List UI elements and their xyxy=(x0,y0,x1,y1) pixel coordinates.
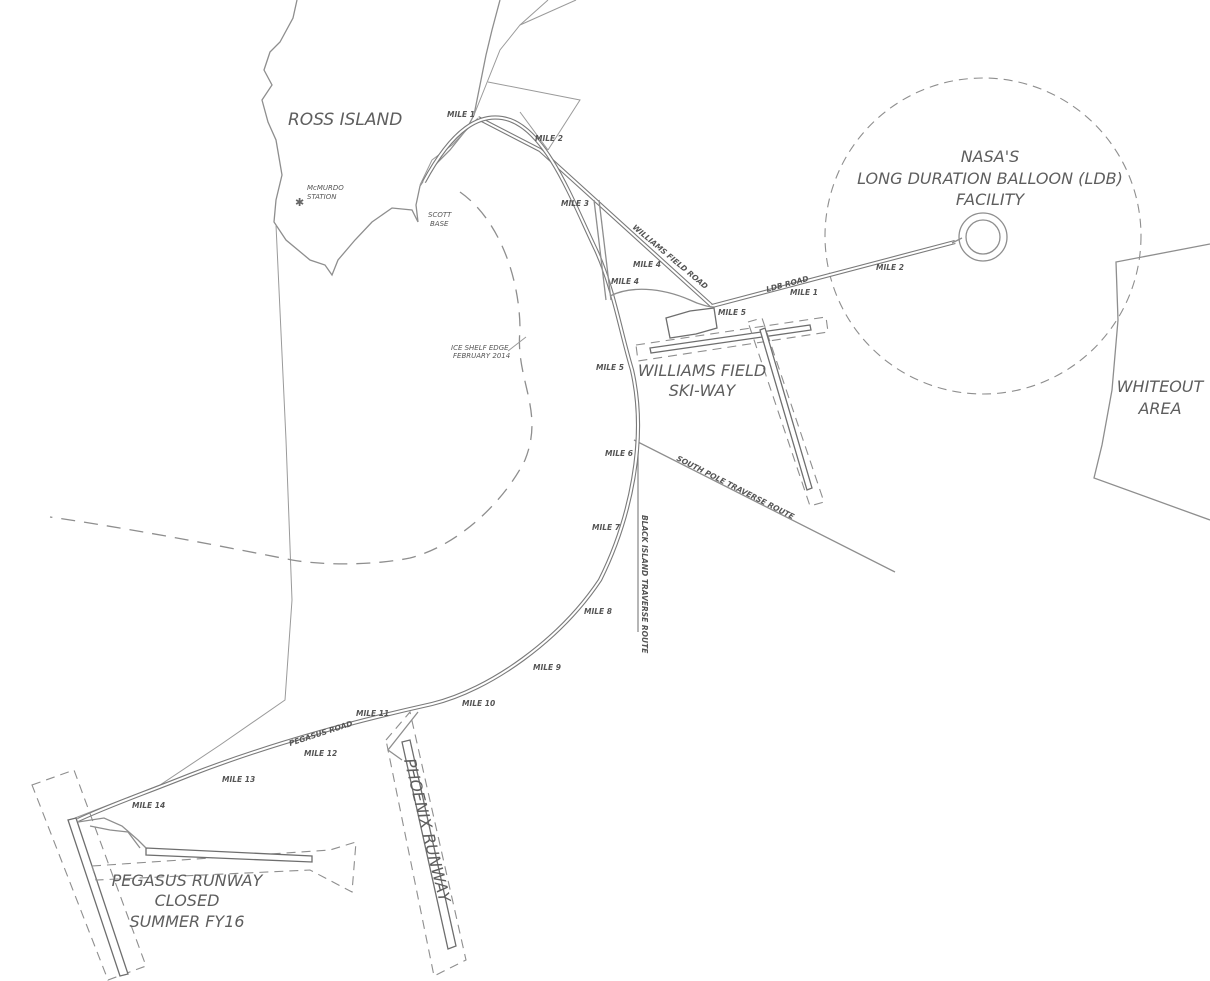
williams-field-road xyxy=(477,117,713,307)
ldb-facility-boundary xyxy=(824,77,1142,395)
access-spur xyxy=(593,199,607,301)
pegasus-runway-label: CLOSED xyxy=(155,891,220,910)
pegasus-runway-outline xyxy=(31,769,147,981)
island-ridge xyxy=(473,0,549,116)
main-haul-route xyxy=(77,116,639,821)
scott-base-label: SCOTT xyxy=(428,211,452,219)
mile-marker: MILE 8 xyxy=(584,607,612,616)
phoenix-runway-label: PHOENIX RUNWAY xyxy=(400,756,454,905)
scott-base-label: BASE xyxy=(430,220,449,228)
access-spur xyxy=(609,288,715,308)
williams-field-label: SKI-WAY xyxy=(669,381,737,400)
mile-marker: MILE 5 xyxy=(596,363,624,372)
mile-marker: MILE 12 xyxy=(304,749,337,758)
boundary-line xyxy=(74,224,293,819)
ice-shelf-pointer xyxy=(507,336,527,352)
star-icon: ✱ xyxy=(295,196,304,209)
ross-island-coastline xyxy=(261,0,501,277)
south-pole-route-label: SOUTH POLE TRAVERSE ROUTE xyxy=(675,454,796,522)
mcmurdo-label: STATION xyxy=(307,193,337,201)
ldb-facility-pad xyxy=(965,219,1001,255)
boundary-line xyxy=(519,111,549,151)
pegasus-camp xyxy=(77,817,147,849)
mile-marker: MILE 5 xyxy=(718,308,746,317)
island-ridge xyxy=(519,0,577,26)
pegasus-runway-label: PEGASUS RUNWAY xyxy=(112,871,264,890)
mile-marker: MILE 11 xyxy=(356,709,389,718)
pegasus-road-label: PEGASUS ROAD xyxy=(288,719,354,748)
mile-marker: MILE 7 xyxy=(592,523,621,532)
williams-field-skiway-outline xyxy=(635,316,829,362)
mile-marker: MILE 10 xyxy=(462,699,495,708)
south-pole-traverse-route xyxy=(633,439,896,573)
williams-field-skiway-outline xyxy=(747,317,825,507)
phoenix-runway-outline xyxy=(385,710,467,977)
mile-marker: MILE 14 xyxy=(132,801,165,810)
mile-marker: MILE 3 xyxy=(561,199,589,208)
pegasus-crossway xyxy=(145,847,313,863)
williams-field-skiway xyxy=(759,327,813,491)
mile-marker: MILE 13 xyxy=(222,775,255,784)
nasa-ldb-label: LONG DURATION BALLOON (LDB) xyxy=(857,169,1123,188)
whiteout-area-label: WHITEOUT xyxy=(1117,377,1205,396)
williams-field-skiway xyxy=(649,324,812,354)
boundary-line xyxy=(487,81,581,151)
black-island-route-label: BLACK ISLAND TRAVERSE ROUTE xyxy=(640,515,649,654)
ldb-road xyxy=(711,241,956,307)
ice-shelf-label: FEBRUARY 2014 xyxy=(453,352,510,360)
whiteout-area-label: AREA xyxy=(1137,399,1181,418)
mile-marker: MILE 6 xyxy=(605,449,633,458)
williams-field-road-label: WILLIAMS FIELD ROAD xyxy=(631,223,710,291)
whiteout-area-boundary xyxy=(1093,243,1210,521)
mile-marker: MILE 1 xyxy=(790,288,818,297)
mcmurdo-label: McMURDO xyxy=(307,184,344,192)
mile-marker: MILE 2 xyxy=(876,263,904,272)
phoenix-runway xyxy=(401,739,457,950)
pegasus-runway-label: SUMMER FY16 xyxy=(129,912,244,931)
ldb-facility-ring xyxy=(958,212,1008,262)
pegasus-crossway-outline xyxy=(91,841,357,893)
phoenix-access xyxy=(387,711,419,761)
ross-island-label: ROSS ISLAND xyxy=(288,110,402,130)
ice-shelf-label: ICE SHELF EDGE xyxy=(451,344,509,352)
mile-marker: MILE 4 xyxy=(611,277,639,286)
nasa-ldb-label: FACILITY xyxy=(956,190,1026,209)
mile-marker: MILE 1 xyxy=(447,110,475,119)
ldb-spur xyxy=(951,237,963,244)
nasa-ldb-label: NASA'S xyxy=(961,147,1020,166)
pegasus-camp xyxy=(89,825,141,849)
ice-shelf-edge xyxy=(49,191,533,565)
pegasus-runway xyxy=(67,817,129,977)
williams-field-label: WILLIAMS FIELD xyxy=(638,361,766,380)
access-spur xyxy=(598,199,612,301)
mile-marker: MILE 4 xyxy=(633,260,661,269)
williams-field-camp xyxy=(665,307,718,339)
mile-marker: MILE 9 xyxy=(533,663,561,672)
mile-marker: MILE 2 xyxy=(535,134,563,143)
